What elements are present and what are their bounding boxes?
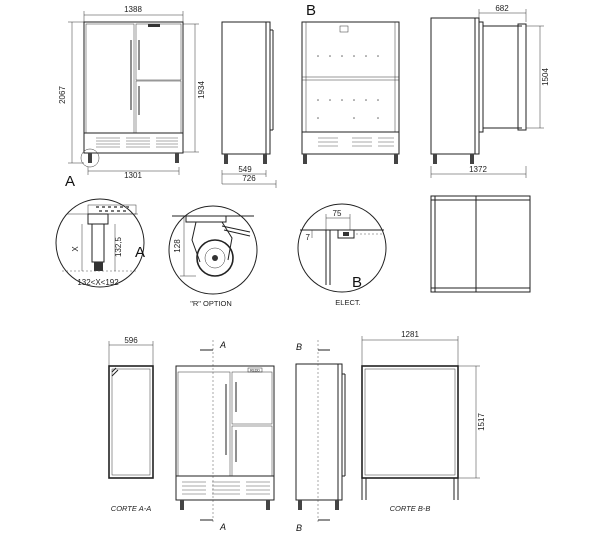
section-bb-caption: CORTE B-B <box>390 504 431 513</box>
front-view: 1388 2067 1934 A <box>58 5 206 190</box>
front-door-height-label: 1934 <box>197 81 206 99</box>
detail-a-marker: A <box>65 173 75 190</box>
cut-a-bottom-marker: A <box>219 522 226 532</box>
front-base-width-label: 1301 <box>124 171 142 180</box>
section-bb-width-label: 1281 <box>401 330 419 339</box>
plan-view <box>430 195 531 293</box>
brand-badge-text: REDD <box>250 369 260 373</box>
open-door-view: 682 1504 1372 <box>430 4 550 178</box>
r-option-height-label: 128 <box>173 239 182 253</box>
back-view: B <box>301 2 400 164</box>
detail-a-height-label: 132,5 <box>114 236 123 257</box>
section-aa-caption: CORTE A-A <box>111 504 151 513</box>
front-height-label: 2067 <box>58 86 67 104</box>
detail-a-range-label: 132<X<192 <box>77 278 119 287</box>
back-marker: B <box>306 2 316 19</box>
detail-a-title: A <box>135 244 145 261</box>
detail-r-option: 128 "R" OPTION <box>168 205 258 308</box>
open-height-label: 1504 <box>541 68 550 86</box>
side-depth-label: 549 <box>238 165 252 174</box>
elect-height-label: 7 <box>306 233 311 242</box>
elect-caption: ELECT. <box>335 298 360 307</box>
open-top-label: 682 <box>495 4 509 13</box>
cut-b-bottom-marker: B <box>296 523 302 533</box>
elect-width-label: 75 <box>333 209 342 218</box>
detail-a: X 132,5 132<X<192 A <box>55 198 145 288</box>
front-view-section-lines: A A REDD <box>175 340 275 532</box>
side-depth-total-label: 726 <box>242 174 256 183</box>
section-bb-height-label: 1517 <box>477 413 486 431</box>
section-bb: 1281 1517 CORTE B-B <box>361 330 486 513</box>
cut-b-top-marker: B <box>296 342 302 352</box>
open-depth-label: 1372 <box>469 165 487 174</box>
section-aa-width-label: 596 <box>124 336 138 345</box>
detail-a-x-label: X <box>71 246 80 252</box>
brand-badge <box>148 24 160 27</box>
r-option-caption: "R" OPTION <box>190 299 232 308</box>
side-view: 549 726 <box>221 21 277 188</box>
front-width-label: 1388 <box>124 5 142 14</box>
side-view-section-lines: B B <box>295 340 346 533</box>
detail-elect: 75 7 B ELECT. <box>297 203 387 307</box>
elect-marker: B <box>352 274 362 291</box>
cut-a-top-marker: A <box>219 340 226 350</box>
section-aa: 596 CORTE A-A <box>108 336 154 513</box>
